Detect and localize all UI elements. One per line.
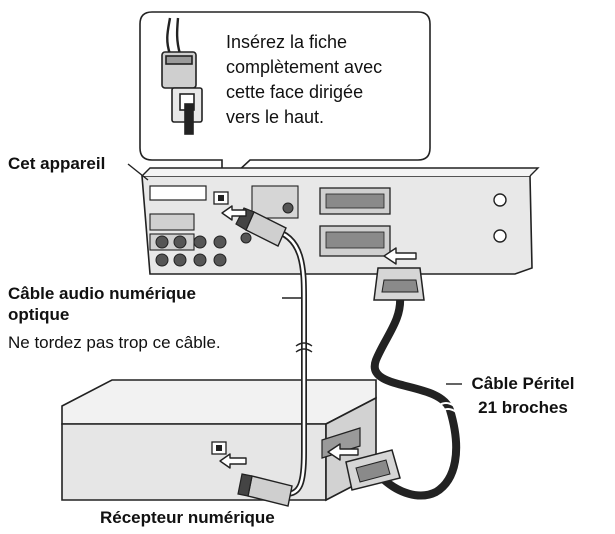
optical-cable-note: Ne tordez pas trop ce câble. — [8, 333, 221, 352]
optical-plug-icon — [237, 473, 293, 507]
unit-label: Cet appareil — [8, 154, 106, 173]
optical-cable — [271, 227, 313, 497]
callout-text: Insérez la fiche complètement avec cette… — [226, 30, 416, 130]
main-unit-rear-panel — [141, 167, 540, 275]
scart-plug-icon — [373, 267, 425, 301]
arrow-icon — [221, 205, 247, 221]
callout-line: Insérez la fiche — [226, 32, 348, 52]
callout-line: complètement avec — [226, 57, 383, 77]
arrow-icon — [327, 443, 359, 461]
optical-cable-label: Câble audio numérique — [8, 284, 196, 303]
optical-plug-icon — [235, 207, 287, 247]
scart-cable-label: Câble Péritel — [471, 374, 575, 393]
scart-cable — [370, 295, 461, 500]
digital-receiver-box — [61, 379, 377, 502]
callout-line: cette face dirigée — [226, 82, 364, 102]
arrow-icon — [383, 247, 417, 265]
callout-line: vers le haut. — [226, 107, 325, 127]
receiver-label: Récepteur numérique — [100, 508, 275, 527]
unit-leader-line — [127, 163, 149, 181]
scart-plug-icon — [345, 449, 401, 491]
scart-cable-label-cont: 21 broches — [478, 398, 568, 417]
arrow-icon — [219, 453, 247, 469]
optical-plug-icon — [161, 17, 203, 135]
optical-cable-label-cont: optique — [8, 305, 70, 324]
